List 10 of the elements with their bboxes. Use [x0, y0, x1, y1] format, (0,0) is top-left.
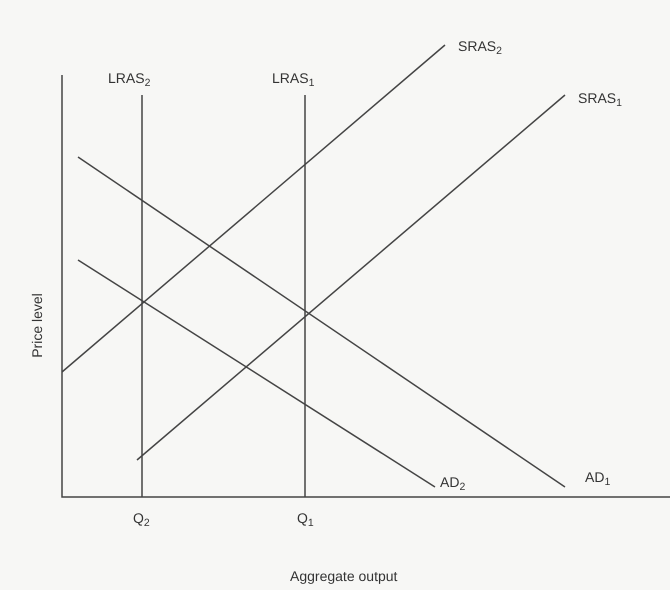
- curve-label: SRAS$_{2}$: [458, 37, 502, 57]
- curve-label: LRAS$_{1}$: [272, 69, 314, 89]
- axis-label: Aggregate output: [290, 567, 398, 586]
- tick-label: Q$_{1}$: [297, 509, 314, 529]
- curve-label: AD$_{2}$: [440, 473, 466, 493]
- curve-label: AD$_{1}$: [585, 468, 610, 488]
- curve-label: SRAS$_{1}$: [578, 89, 622, 109]
- tick-label: Q$_{2}$: [133, 509, 150, 529]
- axis-label: Price level: [28, 293, 46, 358]
- curve-label: LRAS$_{2}$: [108, 69, 150, 89]
